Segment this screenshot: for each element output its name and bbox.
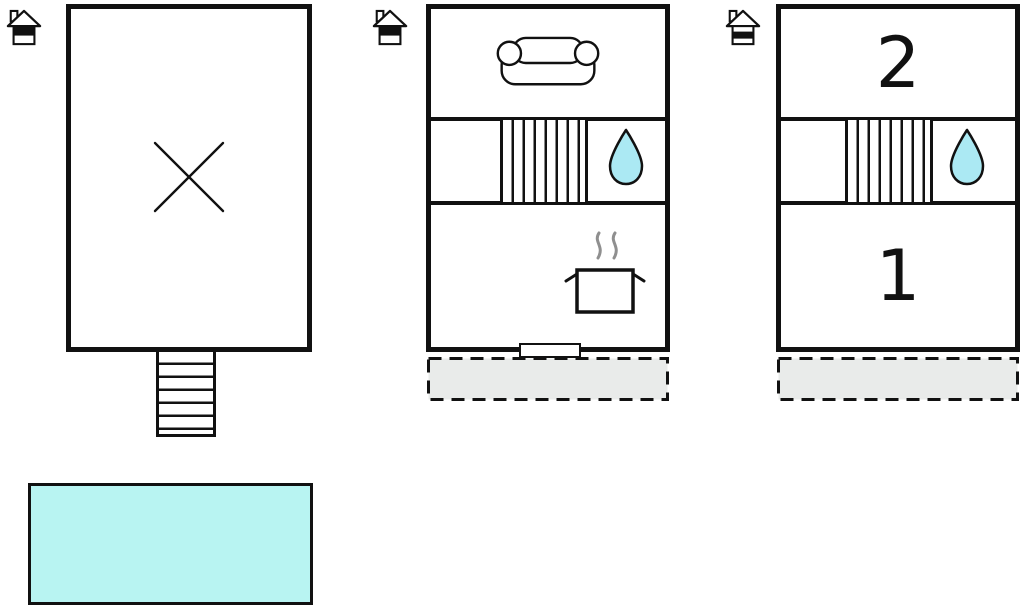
room-label-1: 1 [875, 235, 921, 317]
dashed-terrace-area [776, 356, 1022, 402]
cooking-pot-icon [563, 230, 647, 324]
house-floor-indicator-icon [725, 8, 761, 48]
stairs-icon [845, 117, 933, 205]
sofa-icon [492, 34, 604, 92]
cross-icon [150, 138, 228, 216]
house-floor-indicator-icon [6, 8, 42, 48]
stairs-icon [156, 349, 216, 437]
water-drop-icon [605, 127, 647, 187]
room-label-2: 2 [875, 22, 921, 104]
water-drop-icon [946, 127, 988, 187]
stairs-icon [500, 117, 588, 205]
house-floor-indicator-icon [372, 8, 408, 48]
door-threshold [519, 343, 581, 358]
dashed-terrace-area [426, 356, 672, 402]
swimming-pool-area [28, 483, 313, 605]
